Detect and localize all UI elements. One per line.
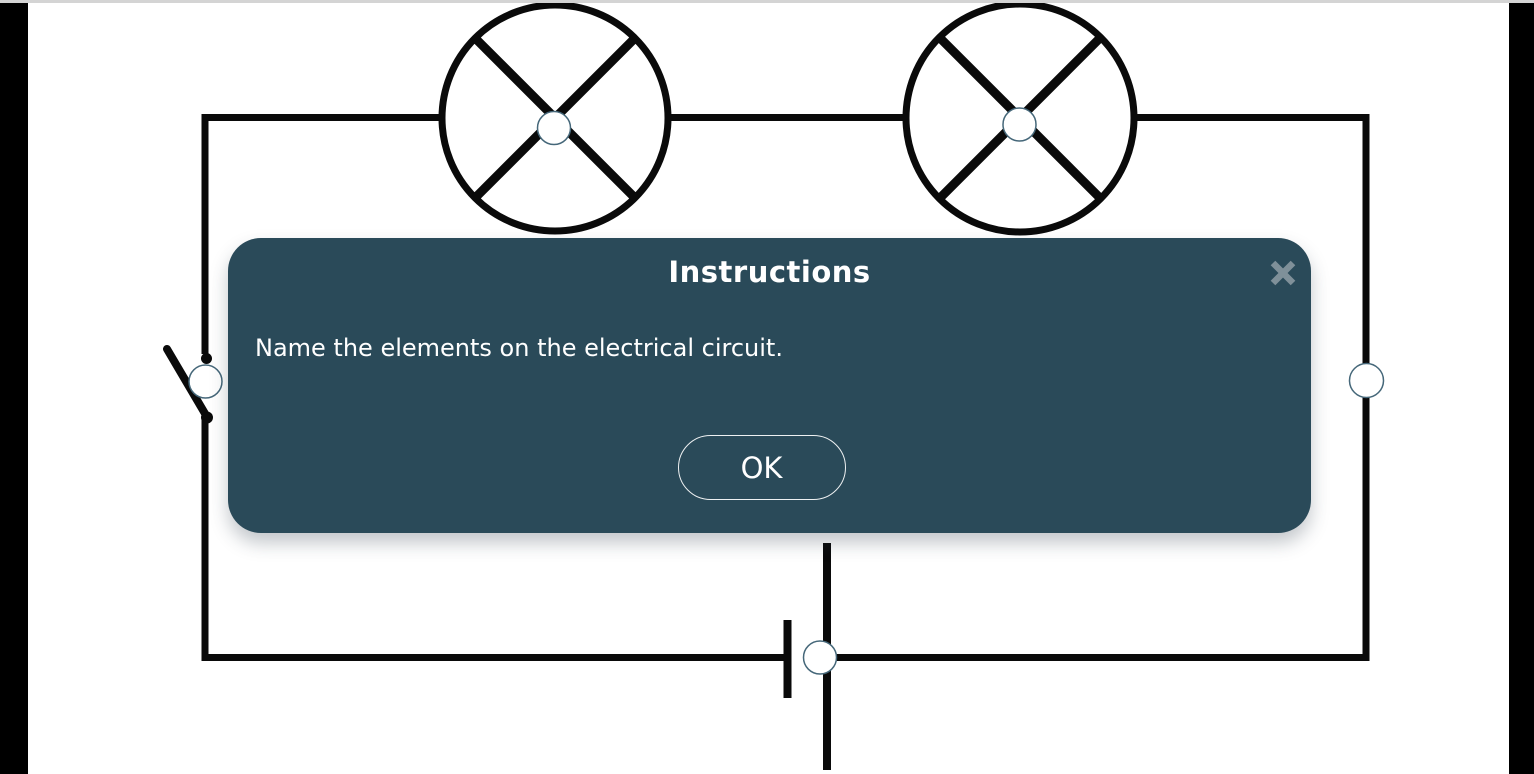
switch-handle[interactable] (188, 364, 223, 399)
close-icon[interactable] (1268, 258, 1298, 288)
switch-symbol (163, 345, 213, 424)
battery-handle[interactable] (802, 640, 838, 675)
lamp-2-handle[interactable] (1002, 107, 1037, 142)
switch-blade (163, 345, 211, 421)
top-border (0, 0, 1534, 3)
left-letterbox-bar (0, 0, 28, 774)
right-wire-handle[interactable] (1348, 362, 1385, 399)
dialog-title: Instructions (668, 255, 871, 289)
right-letterbox-bar (1509, 0, 1534, 774)
wire-top-left (201, 114, 440, 354)
switch-terminal-dot (201, 411, 213, 424)
lamp-1-circle (438, 1, 672, 235)
switch-terminal-dot (201, 353, 212, 364)
element-handles (188, 107, 1385, 675)
instructions-dialog: Instructions Name the elements on the el… (228, 238, 1311, 533)
lamp-1-handle[interactable] (536, 110, 572, 146)
ok-button[interactable]: OK (677, 435, 846, 500)
wire-bottom-left (201, 415, 788, 661)
lamp-2-circle (902, 0, 1138, 236)
dialog-message: Name the elements on the electrical circ… (255, 334, 783, 362)
